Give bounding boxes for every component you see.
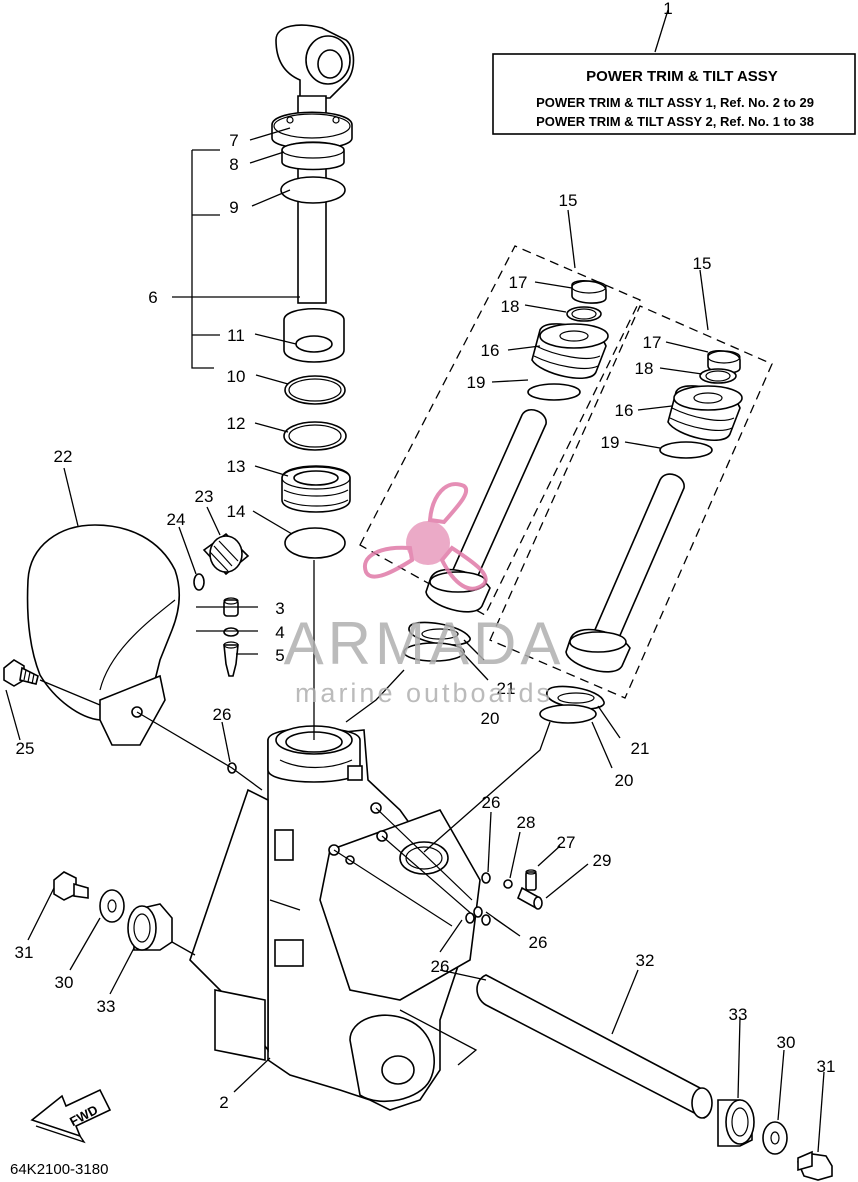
callout-3: 3 [275,599,284,618]
o-ring-part-4 [223,627,239,637]
o-ring-part-20-left [403,642,465,662]
o-ring-part-9 [280,176,346,204]
callout-25: 25 [16,739,35,758]
bolt-part-25 [3,659,39,687]
tilt-ram-part-6 [271,24,355,363]
callout-30-a: 30 [55,973,74,992]
callout-27: 27 [557,833,576,852]
callout-16-b: 16 [615,401,634,420]
gasket-part-21-left [408,621,471,646]
callout-26-a: 26 [213,705,232,724]
callout-9: 9 [229,198,238,217]
callout-15-a: 15 [559,191,578,210]
backup-ring-part-12 [283,421,347,451]
callout-21-a: 21 [497,679,516,698]
callout-20-b: 20 [615,771,634,790]
callout-15-b: 15 [693,254,712,273]
valve-part-5 [223,641,239,677]
callout-leaders [5,9,825,1153]
callout-19-b: 19 [601,433,620,452]
watermark-brand: ARMADA [284,610,565,677]
callout-17-b: 17 [643,333,662,352]
o-ring-part-14 [284,527,346,559]
callout-11: 11 [227,326,245,345]
trim-ram-assembly-left [425,280,609,613]
callout-8: 8 [229,155,238,174]
callout-26-b: 26 [482,793,501,812]
ring-part-8 [281,141,345,171]
callout-22: 22 [54,447,73,466]
callout-12: 12 [227,414,246,433]
bracket-part-2 [189,725,481,1111]
callout-10: 10 [227,367,246,386]
watermark: ARMADA marine outboards [284,482,565,708]
callout-24: 24 [167,510,186,529]
tilt-shaft-part-32 [476,974,713,1119]
assembly-lines [39,560,551,1066]
callout-20-a: 20 [481,709,500,728]
callout-18-b: 18 [635,359,654,378]
callout-14: 14 [227,502,246,521]
propeller-logo-icon [362,482,488,591]
callout-28: 28 [517,813,536,832]
callout-7: 7 [229,131,238,150]
callout-30-b: 30 [777,1033,796,1052]
ball-part-28 [503,879,513,889]
pin-part-27 [525,869,537,891]
o-ring-part-20-right [539,704,597,724]
callout-26-d: 26 [431,957,450,976]
callout-23: 23 [195,487,214,506]
callout-26-c: 26 [529,933,548,952]
callout-5: 5 [275,646,284,665]
cover-part-22 [26,524,181,746]
callout-31-a: 31 [15,943,34,962]
bolt-part-31-right [796,1150,833,1181]
o-ring-part-26-e [465,912,475,924]
washer-part-30-right [762,1121,788,1155]
pin-part-29 [516,886,543,910]
o-ring-part-26-c [473,906,483,918]
callout-32: 32 [636,951,655,970]
trim-assy-box-right [489,305,773,699]
o-ring-part-24 [193,573,205,591]
o-ring-part-26-d [481,914,491,926]
o-ring-part-26-b [481,872,491,884]
o-ring-part-10 [284,375,346,405]
callout-19-a: 19 [467,373,486,392]
title-box-heading: POWER TRIM & TILT ASSY [586,68,778,85]
callout-16-a: 16 [481,341,500,360]
callout-numbers: 1 7 8 9 6 11 10 12 13 14 23 24 22 3 4 5 … [15,0,836,1112]
fwd-arrow: FWD [30,1088,112,1144]
callout-2: 2 [219,1093,228,1112]
callout-13: 13 [227,457,246,476]
callout-29: 29 [593,851,612,870]
gasket-part-21-right [546,685,605,710]
watermark-tagline: marine outboards [295,678,553,708]
callout-18-a: 18 [501,297,520,316]
bushing-part-33-left [127,903,173,951]
bolt-part-31-left [53,871,89,901]
callout-17-a: 17 [509,273,528,292]
cylinder-head-part-13 [281,465,351,513]
callout-21-b: 21 [631,739,650,758]
title-box: POWER TRIM & TILT ASSY POWER TRIM & TILT… [492,53,856,135]
bushing-part-23 [202,532,250,576]
callout-33-b: 33 [729,1005,748,1024]
callout-31-b: 31 [817,1057,836,1076]
callout-6: 6 [148,288,157,307]
bushing-part-33-right [717,1099,755,1147]
trim-ram-assembly-right [565,350,743,673]
valve-part-3 [223,597,239,617]
diagram-code: 64K2100-3180 [10,1161,108,1178]
callout-4: 4 [275,623,284,642]
title-box-line1: POWER TRIM & TILT ASSY 1, Ref. No. 2 to … [536,95,814,110]
callout-1: 1 [663,0,672,18]
callout-33-a: 33 [97,997,116,1016]
title-box-line2: POWER TRIM & TILT ASSY 2, Ref. No. 1 to … [536,114,814,129]
washer-part-30-left [99,889,125,923]
